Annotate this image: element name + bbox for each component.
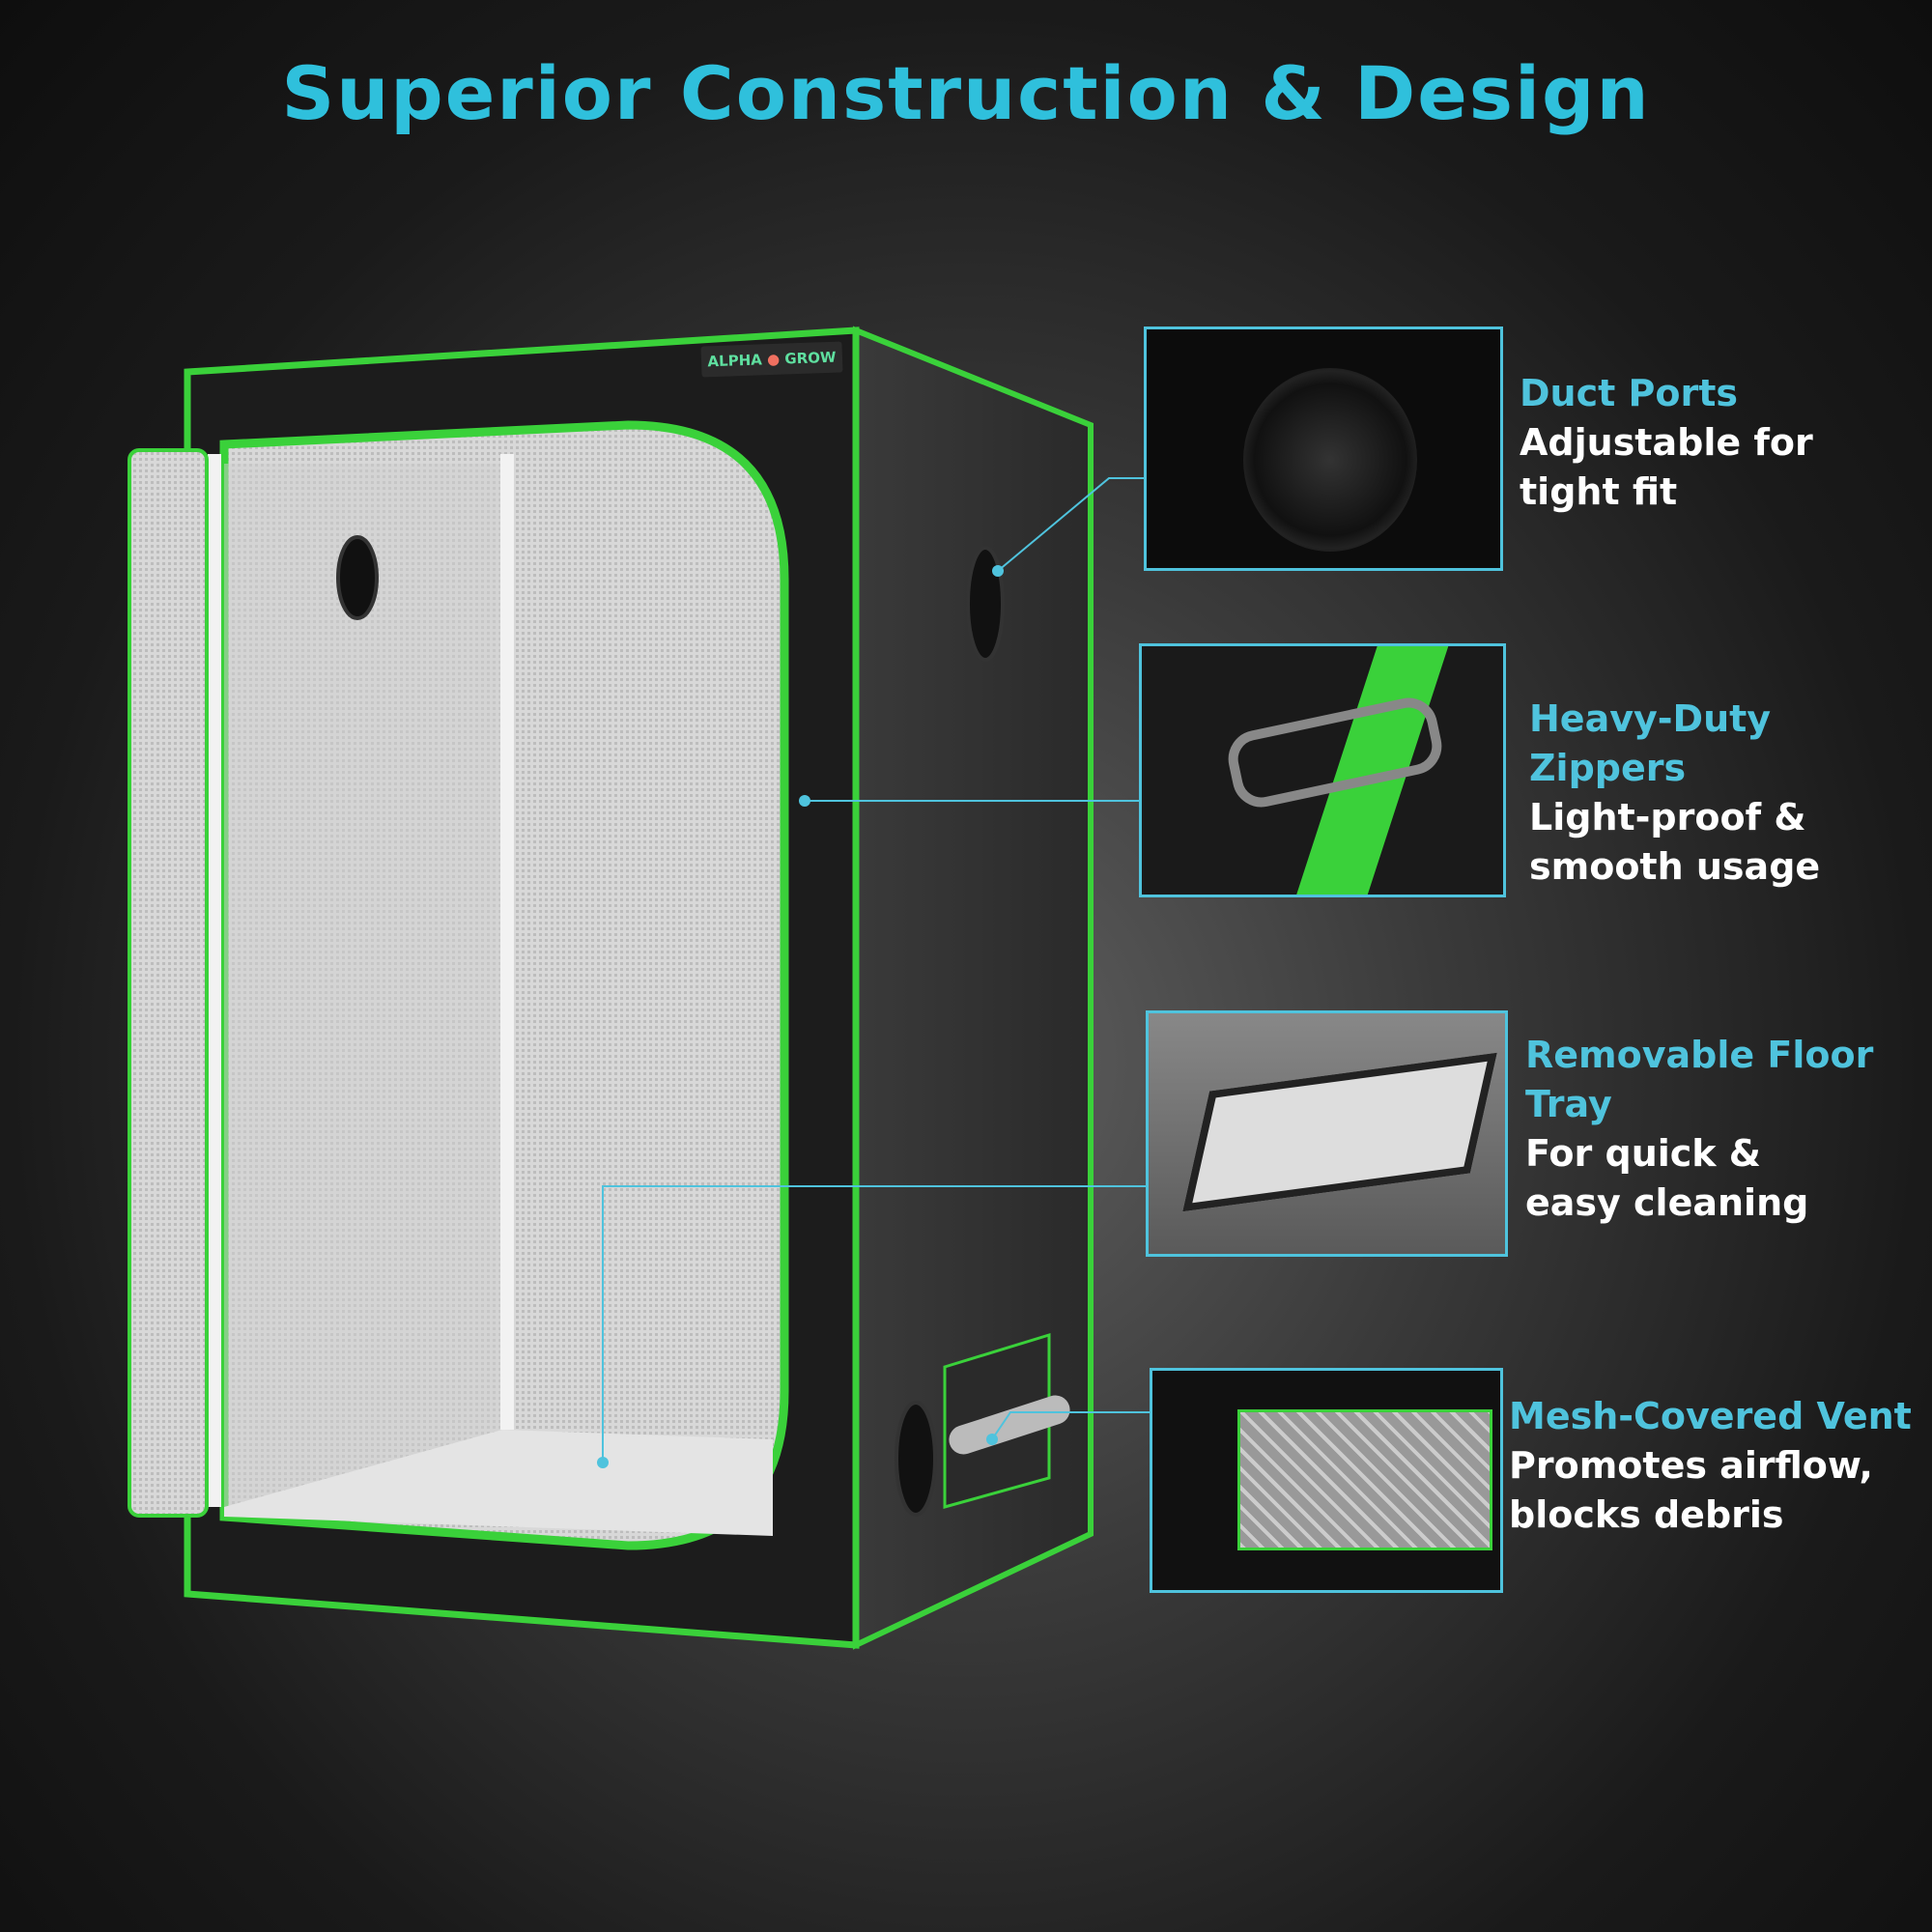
duct-ports-photo bbox=[1144, 327, 1503, 571]
duct-port-icon bbox=[336, 535, 379, 620]
page-title: Superior Construction & Design bbox=[281, 50, 1651, 136]
rolled-door bbox=[128, 448, 209, 1518]
callout-lines bbox=[602, 477, 1150, 1463]
zippers-photo bbox=[1139, 643, 1506, 897]
floor-tray-photo bbox=[1146, 1010, 1508, 1257]
brand-logo: ALPHA ● GROW bbox=[700, 341, 843, 378]
duct-port-icon bbox=[966, 546, 1005, 662]
tent-pole bbox=[500, 454, 514, 1430]
duct-port-icon bbox=[895, 1401, 937, 1517]
vent-photo bbox=[1150, 1368, 1503, 1593]
